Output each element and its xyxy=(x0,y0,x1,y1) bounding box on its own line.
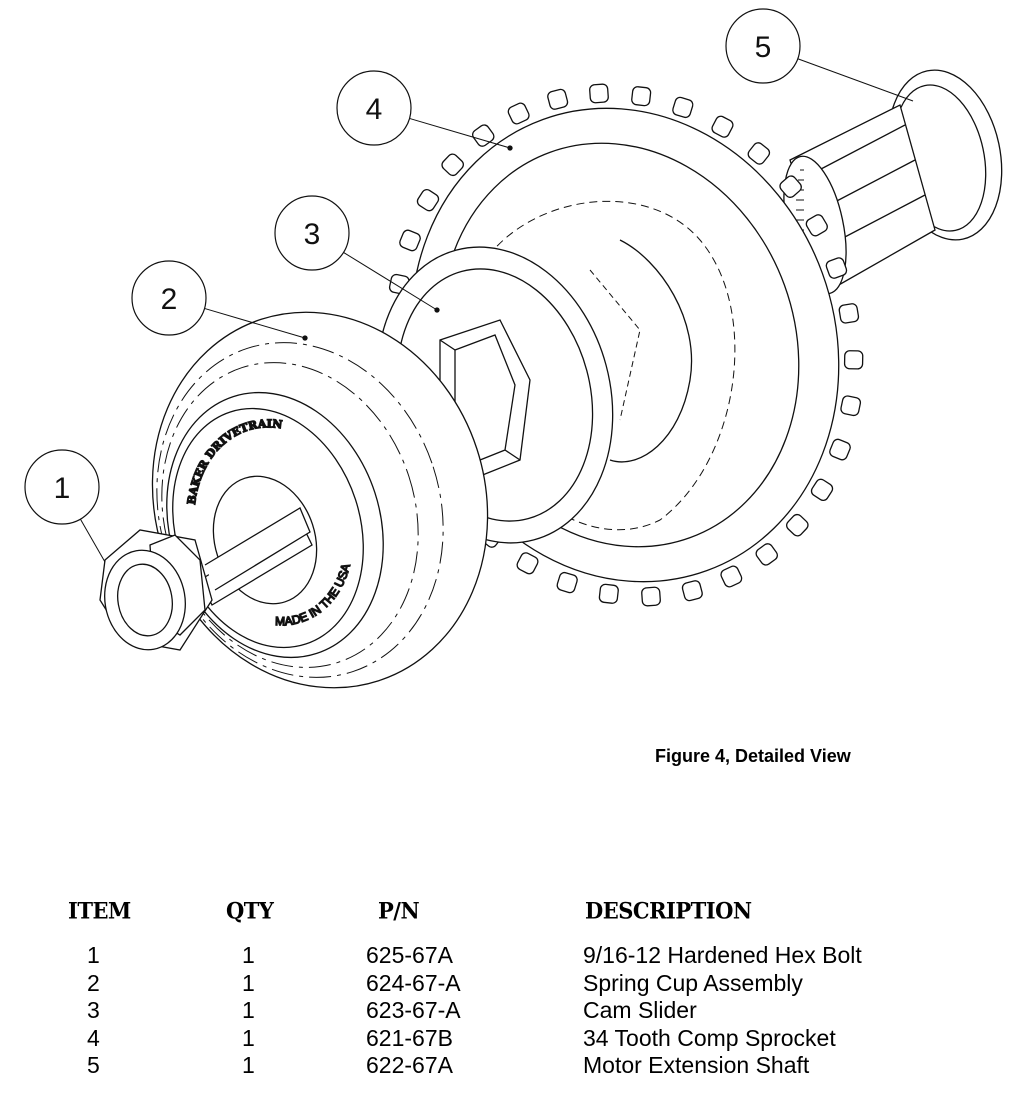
sprocket-tooth xyxy=(547,88,569,110)
callout-3: 3 xyxy=(274,195,438,311)
sprocket-tooth xyxy=(840,395,862,417)
leader-line xyxy=(797,58,914,102)
sprocket-tooth xyxy=(441,153,464,177)
cell-qty: 1 xyxy=(242,970,255,996)
cell-description: 9/16-12 Hardened Hex Bolt xyxy=(583,942,862,968)
cell-pn: 621-67B xyxy=(366,1025,453,1051)
cell-item: 4 xyxy=(87,1025,100,1051)
sprocket-tooth xyxy=(416,188,440,212)
header-qty: QTY xyxy=(226,897,274,924)
sprocket-tooth xyxy=(711,115,734,138)
cell-qty: 1 xyxy=(242,942,255,968)
sprocket-tooth xyxy=(399,229,421,252)
sprocket-tooth xyxy=(589,83,609,104)
header-item: ITEM xyxy=(68,897,131,924)
callout-number: 3 xyxy=(304,218,321,251)
table-row: 3 1 623-67-A Cam Slider xyxy=(0,997,1032,1024)
callout-balloon xyxy=(274,195,350,271)
sprocket-tooth xyxy=(838,303,860,324)
callout-5: 5 xyxy=(725,8,914,102)
table-row: 5 1 622-67A Motor Extension Shaft xyxy=(0,1052,1032,1079)
cell-description: Motor Extension Shaft xyxy=(583,1052,810,1078)
sprocket-tooth xyxy=(472,124,495,147)
sprocket-tooth xyxy=(556,571,578,594)
sprocket-tooth xyxy=(747,142,771,165)
sprocket-tooth xyxy=(681,580,703,602)
sprocket-tooth xyxy=(641,586,661,607)
cell-description: 34 Tooth Comp Sprocket xyxy=(583,1025,836,1051)
figure-caption: Figure 4, Detailed View xyxy=(655,746,851,766)
callout-balloon xyxy=(725,8,801,84)
cell-item: 2 xyxy=(87,970,100,996)
leader-line xyxy=(343,251,438,311)
sprocket-tooth xyxy=(507,102,530,125)
cell-qty: 1 xyxy=(242,1025,255,1051)
cell-pn: 625-67A xyxy=(366,942,453,968)
callout-number: 5 xyxy=(755,31,772,64)
sprocket-tooth xyxy=(825,257,848,279)
table-row: 4 1 621-67B 34 Tooth Comp Sprocket xyxy=(0,1025,1032,1052)
sprocket-tooth xyxy=(516,552,539,575)
cell-item: 1 xyxy=(87,942,100,968)
cell-qty: 1 xyxy=(242,997,255,1023)
sprocket-tooth xyxy=(786,513,809,537)
callout-balloon xyxy=(336,70,412,146)
leader-line xyxy=(79,518,106,563)
table-row: 1 1 625-67A 9/16-12 Hardened Hex Bolt xyxy=(0,942,1032,969)
sprocket-tooth xyxy=(672,96,694,119)
cell-pn: 624-67-A xyxy=(366,970,461,996)
cell-item: 5 xyxy=(87,1052,100,1078)
sprocket-tooth xyxy=(805,214,828,237)
cell-pn: 622-67A xyxy=(366,1052,453,1078)
sprocket-tooth xyxy=(779,175,802,198)
header-pn: P/N xyxy=(378,897,420,924)
callout-number: 2 xyxy=(161,283,178,316)
leader-line xyxy=(409,117,511,149)
sprocket-tooth xyxy=(598,583,619,604)
sprocket-tooth xyxy=(829,438,851,461)
cell-description: Cam Slider xyxy=(583,997,697,1023)
callout-1: 1 xyxy=(24,449,106,563)
cell-qty: 1 xyxy=(242,1052,255,1078)
cell-pn: 623-67-A xyxy=(366,997,461,1023)
callout-number: 4 xyxy=(366,93,383,126)
part-hex-bolt xyxy=(99,507,313,651)
sprocket-tooth xyxy=(810,478,834,502)
cell-description: Spring Cup Assembly xyxy=(583,970,803,996)
sprocket-tooth xyxy=(755,543,778,566)
callout-balloon xyxy=(24,449,100,525)
cell-item: 3 xyxy=(87,997,100,1023)
leader-line xyxy=(204,307,306,339)
callout-4: 4 xyxy=(336,70,511,149)
callout-balloon xyxy=(131,260,207,336)
table-row: 2 1 624-67-A Spring Cup Assembly xyxy=(0,970,1032,997)
callout-number: 1 xyxy=(54,472,71,505)
header-description: DESCRIPTION xyxy=(585,897,752,924)
sprocket-tooth xyxy=(720,565,743,588)
sprocket-tooth xyxy=(843,350,864,370)
sprocket-tooth xyxy=(631,86,652,107)
callout-2: 2 xyxy=(131,260,306,339)
